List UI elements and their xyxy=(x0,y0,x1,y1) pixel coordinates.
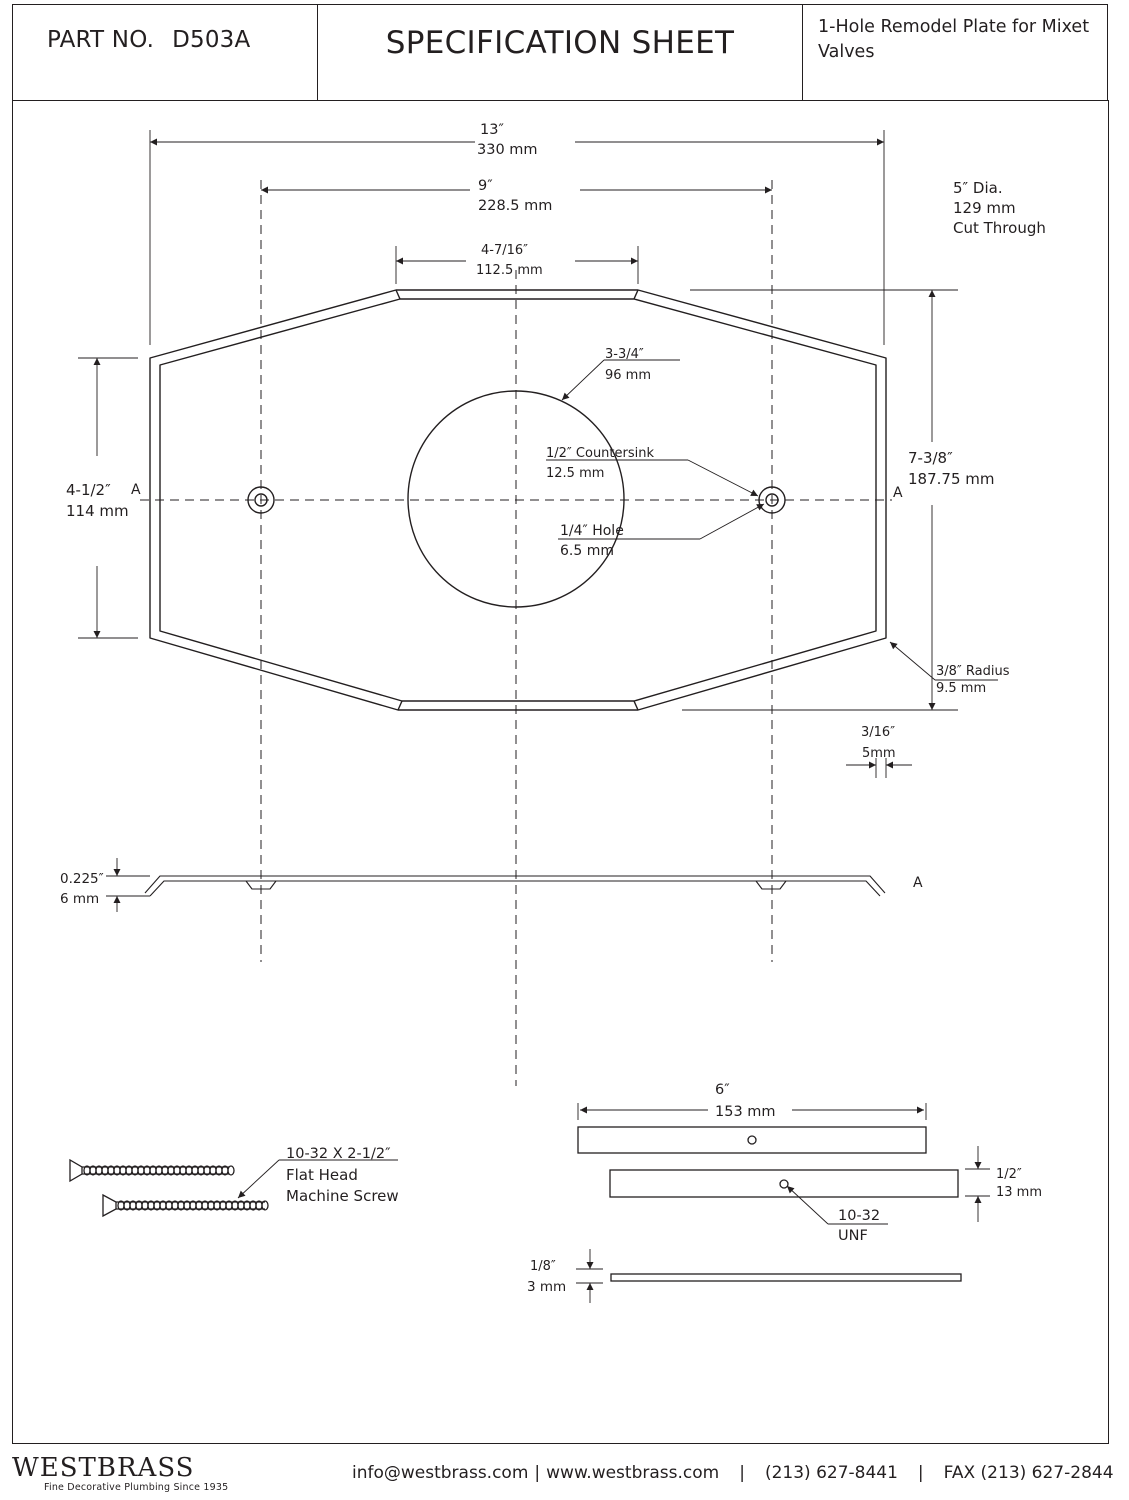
hole-size-inch: 1/4″ Hole xyxy=(560,523,624,539)
screw-thread xyxy=(261,1200,269,1211)
corner-radius-mm: 9.5 mm xyxy=(936,681,986,696)
section-marker-right: A xyxy=(893,485,903,501)
top-edge-inch: 4-7/16″ xyxy=(481,243,528,258)
section-marker-left: A xyxy=(131,482,141,498)
screw-head-label: Flat Head xyxy=(286,1166,358,1184)
mounting-bar: 6″ 153 mm 1/2″ 13 mm 10-32 UNF 1/8″ 3 mm xyxy=(527,1082,1042,1303)
screw-thread xyxy=(227,1165,235,1176)
top-edge-mm: 112.5 mm xyxy=(476,263,543,278)
section-view-a: 0.225″ 6 mm A xyxy=(60,858,923,912)
sheet-title: SPECIFICATION SHEET xyxy=(318,5,803,100)
part-number-cell: PART NO. D503A xyxy=(13,5,318,100)
edge-offset-mm: 5mm xyxy=(862,746,896,761)
section-profile-top xyxy=(144,875,886,894)
bar-length-mm: 153 mm xyxy=(715,1104,776,1120)
overall-width-inch: 13″ xyxy=(480,122,504,138)
bar-edge-view xyxy=(610,1273,962,1282)
section-thickness-inch: 0.225″ xyxy=(60,871,104,887)
title-block: PART NO. D503A SPECIFICATION SHEET 1-Hole… xyxy=(12,4,1108,101)
circle-dia-inch: 3-3/4″ xyxy=(605,347,644,362)
countersink-mm: 12.5 mm xyxy=(546,466,604,481)
dimension-lines xyxy=(78,130,998,778)
countersink-inch: 1/2″ Countersink xyxy=(546,446,654,461)
circle-dia-mm: 96 mm xyxy=(605,368,651,383)
fax-number: FAX (213) 627-2844 xyxy=(943,1463,1114,1483)
hole-spacing-mm: 228.5 mm xyxy=(478,198,552,214)
brand-tagline: Fine Decorative Plumbing Since 1935 xyxy=(44,1482,229,1493)
screw-size-label: 10-32 X 2-1/2″ xyxy=(286,1146,391,1162)
side-edge-mm: 114 mm xyxy=(66,502,129,520)
left-countersink xyxy=(247,486,275,514)
height-inch: 7-3/8″ xyxy=(908,449,953,467)
technical-drawing: 13″ 330 mm 9″ 228.5 mm 4-7/16″ 112.5 mm … xyxy=(60,122,1046,1303)
centerlines xyxy=(140,180,892,1086)
bar-side-view xyxy=(609,1169,959,1198)
screw-lower xyxy=(102,1193,269,1218)
edge-offset-inch: 3/16″ xyxy=(861,725,895,740)
bar-thickness-inch: 1/8″ xyxy=(530,1259,556,1274)
contact-line: info@westbrass.com|www.westbrass.com|(21… xyxy=(352,1463,1114,1483)
bar-length-inch: 6″ xyxy=(715,1082,730,1098)
cutout-note-label: Cut Through xyxy=(953,219,1046,237)
plate-inner-edge xyxy=(159,298,877,702)
bar-height-inch: 1/2″ xyxy=(996,1167,1022,1182)
side-edge-inch: 4-1/2″ xyxy=(66,481,111,499)
separator: | xyxy=(739,1463,745,1483)
website-link[interactable]: www.westbrass.com xyxy=(546,1463,720,1483)
section-right-countersink xyxy=(755,880,787,890)
cutout-mm-label: 129 mm xyxy=(953,199,1016,217)
bar-thickness-mm: 3 mm xyxy=(527,1279,566,1295)
bar-top-hole xyxy=(747,1135,757,1145)
right-countersink xyxy=(758,486,786,514)
part-number: D503A xyxy=(172,27,251,53)
hole-size-mm: 6.5 mm xyxy=(560,543,614,559)
left-screw-hole xyxy=(254,493,268,507)
corner-radius-inch: 3/8″ Radius xyxy=(936,664,1010,679)
separator: | xyxy=(534,1463,541,1483)
brand-name: WESTBRASS xyxy=(12,1453,195,1483)
bar-threaded-hole xyxy=(779,1179,789,1189)
plate-labels: 13″ 330 mm 9″ 228.5 mm 4-7/16″ 112.5 mm … xyxy=(66,122,1046,761)
thread-type-label: UNF xyxy=(838,1228,868,1244)
part-number-label: PART NO. xyxy=(47,27,155,53)
overall-width-mm: 330 mm xyxy=(477,142,538,158)
bar-height-mm: 13 mm xyxy=(996,1185,1042,1200)
bar-top-view xyxy=(577,1126,927,1154)
right-screw-hole xyxy=(765,493,779,507)
hole-spacing-inch: 9″ xyxy=(478,178,493,194)
plate-outer-edge xyxy=(149,289,887,711)
section-left-countersink xyxy=(245,880,277,890)
email-link[interactable]: info@westbrass.com xyxy=(352,1463,529,1483)
remodel-plate xyxy=(149,289,887,711)
machine-screws: 10-32 X 2-1/2″ Flat Head Machine Screw xyxy=(69,1146,399,1218)
height-mm: 187.75 mm xyxy=(908,470,994,488)
westbrass-logo: WESTBRASS Fine Decorative Plumbing Since… xyxy=(12,1454,228,1493)
thread-size-label: 10-32 xyxy=(838,1208,880,1224)
screw-upper xyxy=(69,1158,235,1183)
screw-type-label: Machine Screw xyxy=(286,1187,399,1205)
product-description: 1-Hole Remodel Plate for Mixet Valves xyxy=(818,17,1090,62)
section-thickness-mm: 6 mm xyxy=(60,891,99,907)
cutout-dia-label: 5″ Dia. xyxy=(953,179,1003,197)
section-view-label: A xyxy=(913,875,923,891)
separator: | xyxy=(917,1463,924,1483)
section-profile-bottom xyxy=(149,880,881,897)
cut-through-circle xyxy=(407,390,625,608)
phone-number: (213) 627-8441 xyxy=(764,1463,898,1483)
drawing-frame xyxy=(12,100,1109,1444)
